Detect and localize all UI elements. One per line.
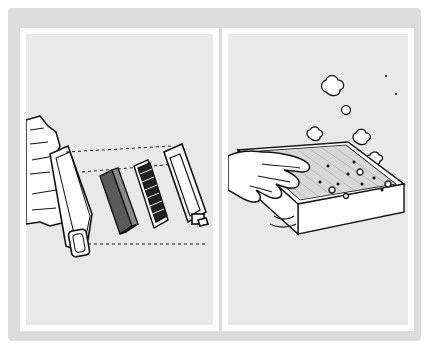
foam-filter	[100, 168, 138, 234]
left-panel	[20, 28, 219, 331]
right-panel	[222, 28, 414, 331]
filter-frame	[164, 144, 208, 226]
hepa-filter	[134, 160, 168, 228]
filter-assembly-exploded-icon	[26, 34, 213, 325]
illustration-frame	[8, 8, 421, 341]
hand-tapping-filter-dust-icon	[228, 34, 408, 325]
dust-specks	[385, 75, 397, 95]
